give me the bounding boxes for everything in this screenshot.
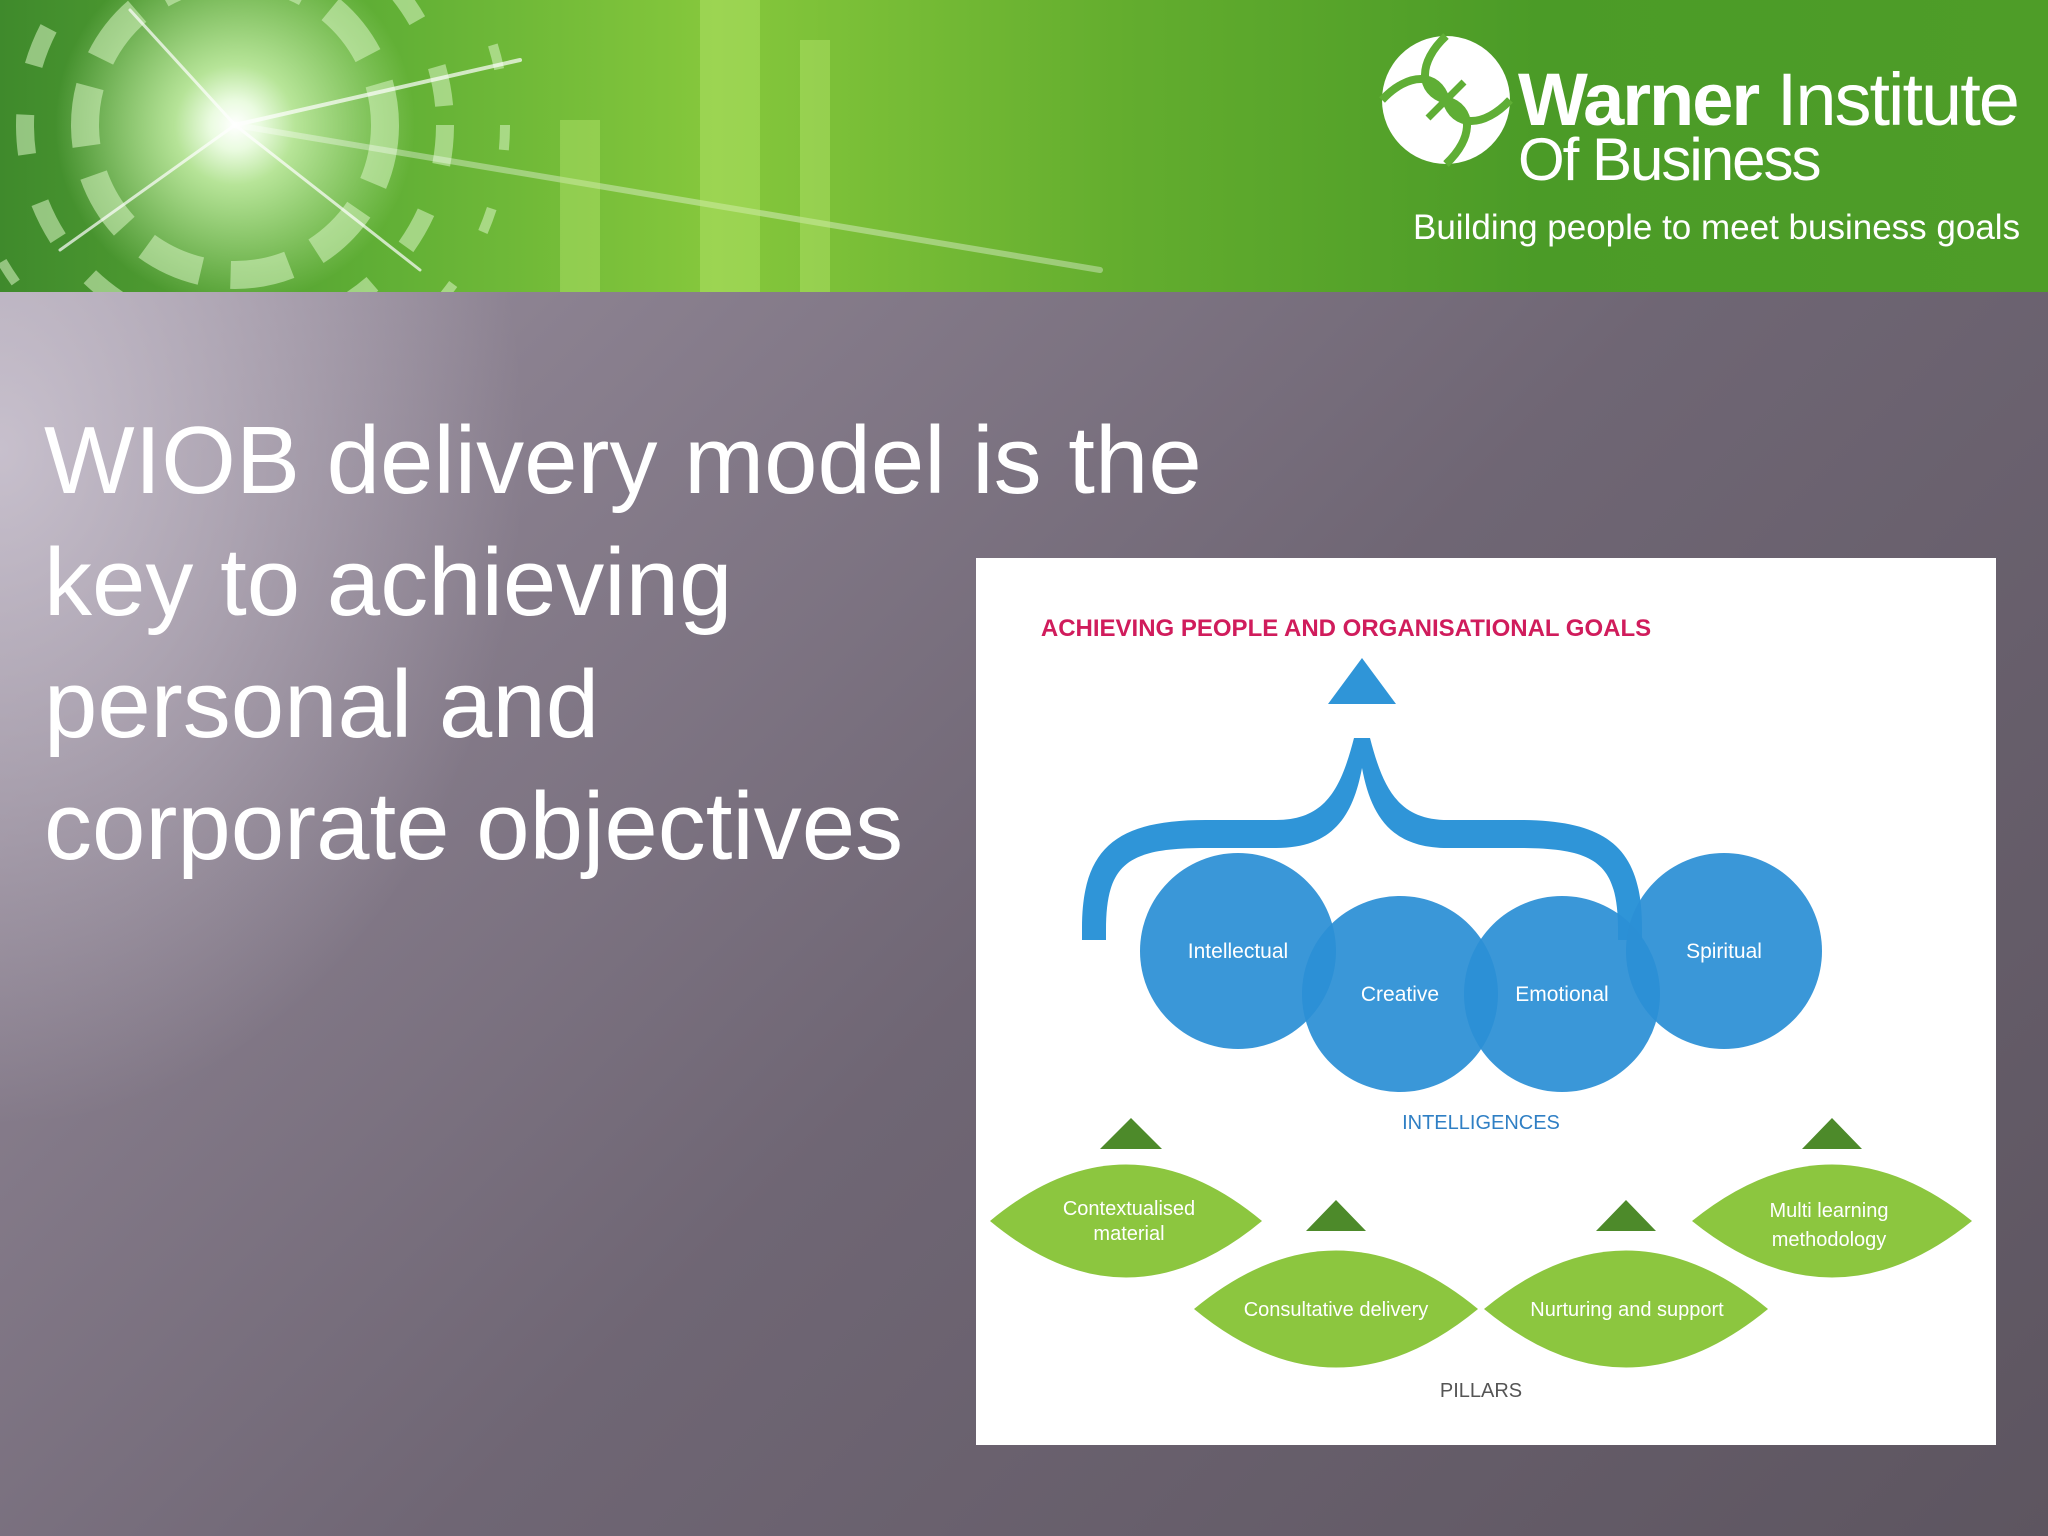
pillar-triangles (1100, 1118, 1862, 1231)
brand-name-line2: Of Business (1518, 126, 1821, 193)
pillars-group (990, 1164, 1972, 1368)
pillar-label: Contextualised (1063, 1198, 1195, 1220)
banner-burst-graphic (0, 0, 1103, 292)
brand-tagline: Building people to meet business goals (1413, 208, 2021, 247)
intelligence-circle-spiritual (1626, 853, 1822, 1049)
pillar-label: material (1093, 1223, 1164, 1245)
delivery-model-diagram: ACHIEVING PEOPLE AND ORGANISATIONAL GOAL… (976, 558, 1996, 1445)
pillar-label: Multi learning (1770, 1200, 1889, 1222)
slide-title: WIOB delivery model is the key to achiev… (44, 400, 1202, 888)
intelligences-caption: INTELLIGENCES (1402, 1112, 1560, 1134)
pillar-leaf-contextualised (990, 1164, 1262, 1278)
title-line-1: WIOB delivery model is the (44, 407, 1202, 514)
arrow-head-icon (1328, 658, 1396, 704)
pillar-leaf-nurturing (1484, 1250, 1768, 1368)
triangle-icon (1306, 1200, 1366, 1231)
triangle-icon (1596, 1200, 1656, 1231)
intelligence-label: Emotional (1515, 983, 1608, 1006)
pillar-leaf-consultative (1194, 1250, 1478, 1368)
triangle-icon (1802, 1118, 1862, 1149)
pillar-label: methodology (1772, 1229, 1887, 1251)
brand-name-bold: Warner (1518, 58, 1760, 141)
intelligence-label: Intellectual (1188, 940, 1288, 963)
brand-name-rest: Institute (1758, 58, 2020, 141)
pillar-label: Consultative delivery (1244, 1299, 1429, 1321)
pillar-leaf-multi-learning (1692, 1164, 1972, 1278)
intelligences-group: Intellectual Creative Emotional Spiritua… (1140, 853, 1822, 1092)
title-line-3: personal and (44, 651, 600, 758)
intelligence-circle-emotional (1464, 896, 1660, 1092)
diagram-heading: ACHIEVING PEOPLE AND ORGANISATIONAL GOAL… (1041, 615, 1651, 642)
intelligence-label: Spiritual (1686, 940, 1762, 963)
goals-arrow (1082, 658, 1642, 940)
intelligence-label: Creative (1361, 983, 1439, 1006)
pillars-caption: PILLARS (1440, 1380, 1522, 1402)
globe-logo-icon (1379, 33, 1513, 167)
header-banner: Warner Institute Of Business Building pe… (0, 0, 2048, 292)
pillar-label: Nurturing and support (1530, 1299, 1724, 1321)
triangle-icon (1100, 1118, 1162, 1149)
title-line-2: key to achieving (44, 529, 733, 636)
intelligence-circle-creative (1302, 896, 1498, 1092)
title-line-4: corporate objectives (44, 773, 904, 880)
brand-name: Warner Institute (1518, 58, 2020, 141)
intelligence-circle-intellectual (1140, 853, 1336, 1049)
